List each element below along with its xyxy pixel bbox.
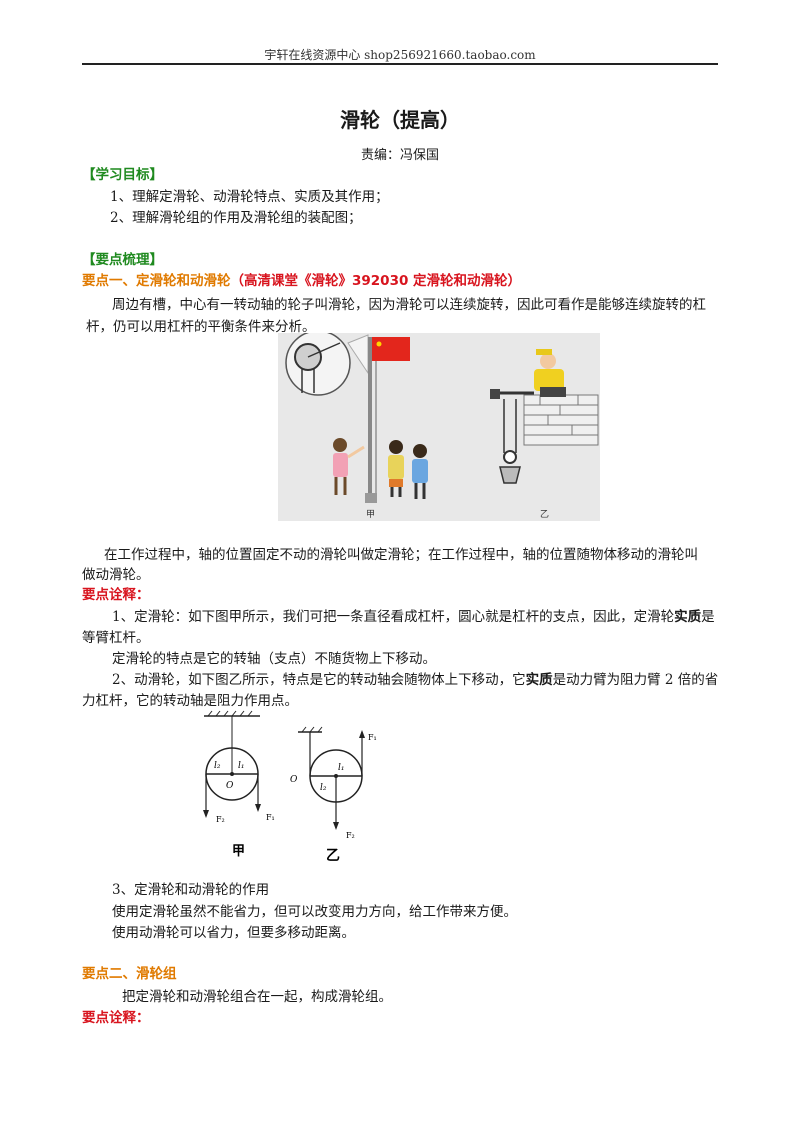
intro-line: 周边有槽，中心有一转动轴的轮子叫滑轮，因为滑轮可以连续旋转，因此可看作是能够连续… <box>112 297 706 313</box>
pulley-illustration: 甲 乙 <box>278 333 600 521</box>
objective-item: 2、理解滑轮组的作用及滑轮组的装配图； <box>110 210 362 226</box>
children-figures <box>333 438 428 499</box>
fixed-pulley-diagram <box>203 710 261 818</box>
editor-line: 责编：冯保国 <box>360 148 439 163</box>
worker-figure <box>534 349 566 397</box>
brick-wall <box>523 394 599 446</box>
svg-text:l₁: l₁ <box>338 763 345 773</box>
usage-movable: 使用动滑轮可以省力，但要多移动距离。 <box>112 925 355 941</box>
figure-label-right: 乙 <box>540 509 549 520</box>
usage-fixed: 使用定滑轮虽然不能省力，但可以改变用力方向，给工作带来方便。 <box>112 904 517 920</box>
movable-pulley-wheel <box>503 450 517 464</box>
svg-text:F₁: F₁ <box>266 813 275 822</box>
svg-text:O: O <box>226 781 234 791</box>
usage-title: 3、定滑轮和动滑轮的作用 <box>112 882 270 898</box>
objective-item: 1、理解定滑轮、动滑轮特点、实质及其作用； <box>110 189 389 205</box>
objectives-heading: 【学习目标】 <box>82 167 163 183</box>
svg-text:F₂: F₂ <box>346 831 355 840</box>
svg-text:l₂: l₂ <box>320 783 327 793</box>
explanation-heading-2: 要点诠释： <box>82 1010 150 1026</box>
svg-text:乙: 乙 <box>326 848 340 864</box>
fixed-pulley-feature: 定滑轮的特点是它的转轴（支点）不随货物上下移动。 <box>112 651 436 667</box>
movable-pulley-diagram <box>298 726 365 830</box>
figure-label-left: 甲 <box>366 509 375 520</box>
fixed-pulley-line: 等臂杠杆。 <box>82 630 150 646</box>
svg-text:F₁: F₁ <box>368 733 377 742</box>
definition-line: 做动滑轮。 <box>82 567 150 583</box>
svg-text:F₂: F₂ <box>216 815 225 824</box>
svg-text:O: O <box>290 775 298 785</box>
definition-line: 在工作过程中，轴的位置固定不动的滑轮叫做定滑轮；在工作过程中，轴的位置随物体移动… <box>104 547 698 563</box>
movable-pulley-line: 2、动滑轮，如下图乙所示，特点是它的转动轴会随物体上下移动，它实质是动力臂为阻力… <box>112 672 719 688</box>
point2-title: 要点二、滑轮组 <box>82 966 177 982</box>
svg-text:甲: 甲 <box>232 844 245 859</box>
fixed-pulley-line: 1、定滑轮：如下图甲所示，我们可把一条直径看成杠杆，圆心就是杠杆的支点，因此，定… <box>112 609 715 625</box>
header-rule <box>82 63 718 65</box>
page-title: 滑轮（提高） <box>340 108 460 132</box>
bucket <box>499 466 521 484</box>
lever-diagram: l₂ l₁ O F₂ F₁ 甲 l₁ l₂ O F₁ F₂ 乙 <box>203 710 377 864</box>
explanation-heading: 要点诠释： <box>82 587 150 603</box>
point1-heading: 要点一、定滑轮和动滑轮（高清课堂《滑轮》392030 定滑轮和动滑轮） <box>82 269 521 289</box>
national-flag <box>372 337 410 361</box>
page-header: 宇轩在线资源中心 shop256921660.taobao.com <box>264 48 536 62</box>
point2-text: 把定滑轮和动滑轮组合在一起，构成滑轮组。 <box>122 989 392 1005</box>
intro-line: 杆，仍可以用杠杆的平衡条件来分析。 <box>86 319 316 335</box>
svg-text:l₂: l₂ <box>214 761 221 771</box>
movable-pulley-line: 力杠杆，它的转动轴是阻力作用点。 <box>82 693 298 709</box>
point1-title: 要点一、定滑轮和动滑轮 <box>82 273 231 289</box>
svg-text:l₁: l₁ <box>238 761 245 771</box>
keypoints-heading: 【要点梳理】 <box>82 252 163 268</box>
point1-reference: （高清课堂《滑轮》392030 定滑轮和动滑轮） <box>230 273 522 289</box>
